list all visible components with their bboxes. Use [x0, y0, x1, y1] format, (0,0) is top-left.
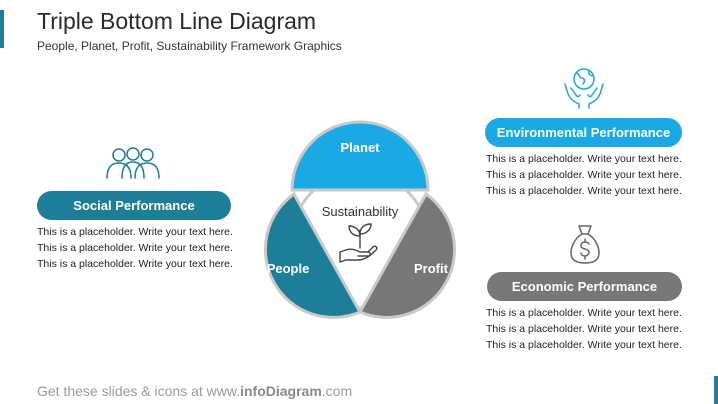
- left-accent-bar: [0, 10, 4, 48]
- social-performance-text: This is a placeholder. Write your text h…: [37, 226, 233, 270]
- triple-venn-diagram: Planet People Profit Sustainability: [263, 120, 457, 319]
- plant-hand-icon: [339, 223, 378, 263]
- economic-performance-text: This is a placeholder. Write your text h…: [486, 307, 682, 351]
- footer-brand: infoDiagram: [240, 383, 322, 399]
- planet-label: Planet: [340, 140, 380, 155]
- page-subtitle: People, Planet, Profit, Sustainability F…: [37, 39, 342, 53]
- footer-suffix: .com: [321, 383, 353, 399]
- profit-segment: [357, 191, 457, 319]
- people-group-icon: [106, 147, 160, 179]
- profit-label: Profit: [414, 261, 449, 276]
- environmental-performance-pill: Environmental Performance: [485, 118, 682, 147]
- footer-prefix: Get these slides & icons at www.: [37, 383, 241, 399]
- social-performance-pill: Social Performance: [37, 191, 231, 220]
- people-segment: [263, 191, 363, 319]
- sustainability-label: Sustainability: [322, 204, 399, 219]
- money-bag-icon: [570, 225, 600, 264]
- page-title: Triple Bottom Line Diagram: [37, 8, 317, 34]
- footer-credit: Get these slides & icons at www.infoDiag…: [37, 383, 352, 399]
- planet-segment: [290, 120, 430, 192]
- people-label: People: [267, 261, 310, 276]
- environmental-performance-text: This is a placeholder. Write your text h…: [486, 153, 682, 197]
- economic-performance-pill: Economic Performance: [487, 272, 682, 301]
- right-accent-bar: [714, 376, 718, 404]
- globe-hands-icon: [564, 68, 604, 109]
